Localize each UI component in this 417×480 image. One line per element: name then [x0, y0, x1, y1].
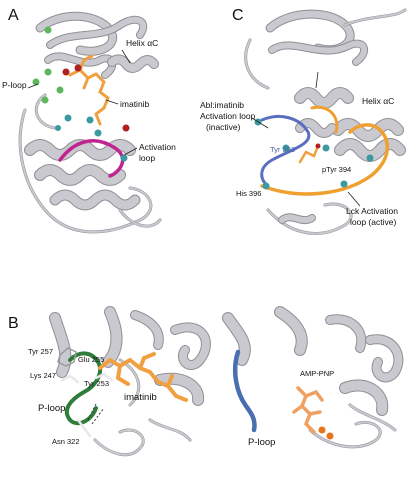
- panel-d-amp-pnp-molecule: [292, 386, 324, 434]
- panel-a-activation-label-1: Activation: [139, 142, 176, 152]
- panel-c-his396-label: His 396: [236, 189, 261, 198]
- panel-a-letter: A: [8, 7, 19, 24]
- panel-b-tyr257-label: Tyr 257: [28, 347, 53, 356]
- panel-a-ribbon-structure: [18, 11, 162, 234]
- panel-c-abl-label-2: Activation loop: [200, 111, 256, 121]
- panel-c-lck-activation-loop: [260, 123, 389, 196]
- panel-c-lck-label-2: loop (active): [350, 217, 396, 227]
- panel-a-helix-pointer: [121, 49, 131, 64]
- panel-b-tyr253-label: Tyr 253: [84, 379, 109, 388]
- panel-c-tyr393-label: Tyr 393: [270, 145, 295, 154]
- panel-b-hbond-1: [87, 403, 97, 421]
- panel-a-activation-label-2: loop: [139, 153, 155, 163]
- panel-c-abl-label-1: Abl:imatinib: [200, 100, 244, 110]
- panel-c-abl-activation-loop: [260, 115, 311, 188]
- panel-d-p-loop-label: P-loop: [248, 437, 275, 448]
- panel-d-ribbon-structure: [222, 306, 404, 449]
- panel-c-helix-label: Helix αC: [362, 96, 394, 106]
- panel-b-ribbon-structure: [49, 306, 211, 457]
- panel-a-p-loop-pointer: [27, 83, 39, 89]
- panel-a-activation-loop-pointer: [123, 147, 138, 156]
- panel-c-helix-pointer: [315, 71, 319, 89]
- panel-d: AMP-PNP P-loop: [222, 306, 404, 449]
- panel-b: B: [8, 306, 211, 457]
- panel-d-p-loop: [233, 349, 257, 433]
- panel-a-imatinib-label: imatinib: [120, 99, 150, 109]
- panel-c: C: [200, 7, 407, 235]
- panel-c-abl-label-3: (inactive): [206, 122, 241, 132]
- panel-b-asn322-label: Asn 322: [52, 437, 80, 446]
- panel-b-glu255-label: Glu 255: [78, 355, 104, 364]
- panel-c-atom-spheres: [254, 118, 374, 190]
- panel-c-ribbon-structure: [244, 8, 407, 235]
- panel-a: A: [2, 7, 176, 234]
- panel-b-side-chains: [57, 347, 114, 438]
- panel-a-imatinib-molecule: [68, 54, 110, 126]
- panel-b-lys247-label: Lys 247: [30, 371, 56, 380]
- panel-c-abl-pointer: [251, 117, 269, 129]
- panel-d-ion-sphere-1: [318, 426, 326, 434]
- panel-c-lck-pointer: [347, 191, 361, 207]
- panel-d-amp-pnp-label: AMP-PNP: [300, 369, 334, 378]
- panel-b-p-loop-label: P-loop: [38, 403, 65, 414]
- panel-c-lck-loop-upper: [310, 105, 339, 134]
- panel-b-hbond-2: [91, 407, 105, 425]
- panel-c-ptyr-residue: [298, 143, 321, 164]
- panel-b-p-loop: [64, 351, 103, 426]
- panel-b-imatinib-molecule: [98, 352, 188, 402]
- panel-b-letter: B: [8, 315, 19, 332]
- panel-a-p-loop-label: P-loop: [2, 80, 27, 90]
- panel-c-letter: C: [232, 7, 244, 24]
- panel-a-imatinib-pointer: [105, 99, 119, 105]
- panel-c-lck-label-1: Lck Activation: [346, 206, 398, 216]
- panel-c-ptyr394-label: pTyr 394: [322, 165, 351, 174]
- panel-b-imatinib-label: imatinib: [124, 392, 157, 403]
- panel-a-activation-loop: [58, 139, 125, 178]
- panel-a-atom-spheres: [32, 26, 130, 162]
- panel-a-helix-label: Helix αC: [126, 38, 158, 48]
- panel-d-ion-sphere-2: [326, 432, 334, 440]
